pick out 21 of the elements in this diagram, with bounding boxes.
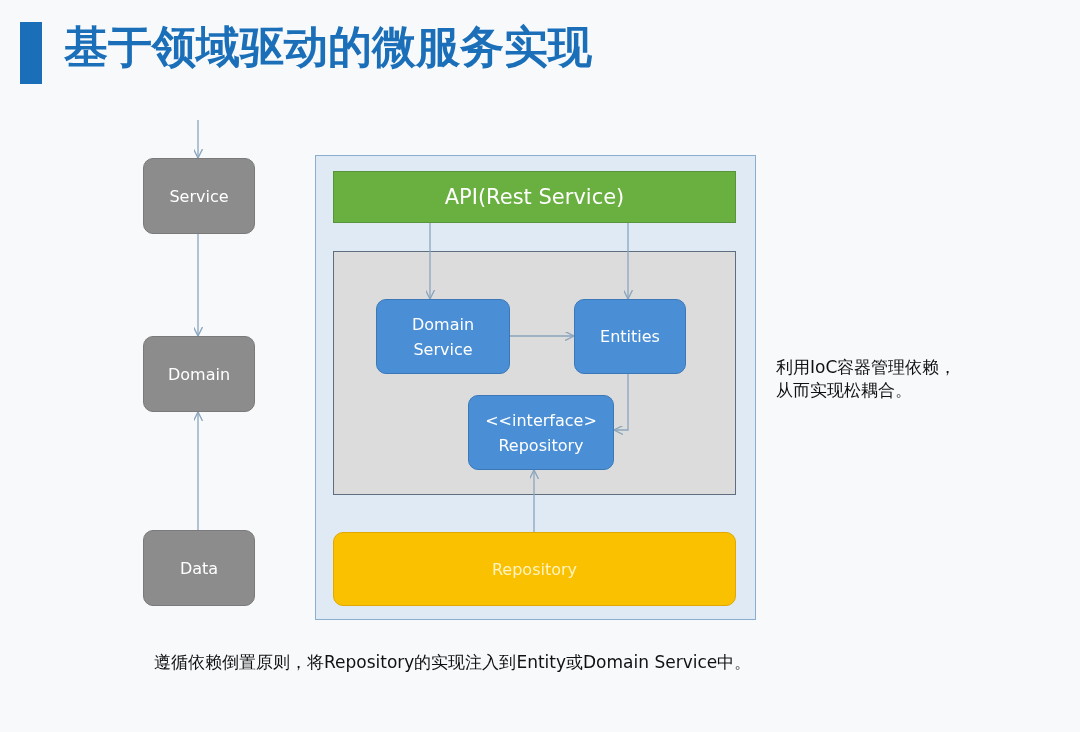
arrow	[528, 469, 540, 533]
arrow	[192, 233, 204, 337]
arrow	[509, 330, 575, 342]
arrow	[192, 119, 204, 159]
title: 基于领域驱动的微服务实现	[64, 20, 592, 74]
domain-panel	[333, 251, 736, 495]
process-box: <<interface> Repository	[468, 395, 614, 470]
process-box: Domain Service	[376, 299, 510, 374]
arrow	[192, 411, 204, 531]
api-bar: API(Rest Service)	[333, 171, 736, 223]
arrow	[613, 373, 629, 436]
process-box: Entities	[574, 299, 686, 374]
note-text: 遵循依赖倒置原则，将Repository的实现注入到Entity或Domain Service中。	[154, 651, 753, 674]
layer-box: Service	[143, 158, 255, 234]
arrow	[622, 222, 634, 300]
note-text: 利用IoC容器管理依赖，从而实现松耦合。	[776, 356, 958, 402]
arrow	[424, 222, 436, 300]
layer-box: Domain	[143, 336, 255, 412]
layer-box: Data	[143, 530, 255, 606]
container-panel	[315, 155, 756, 620]
implementation-box: Repository	[333, 532, 736, 606]
